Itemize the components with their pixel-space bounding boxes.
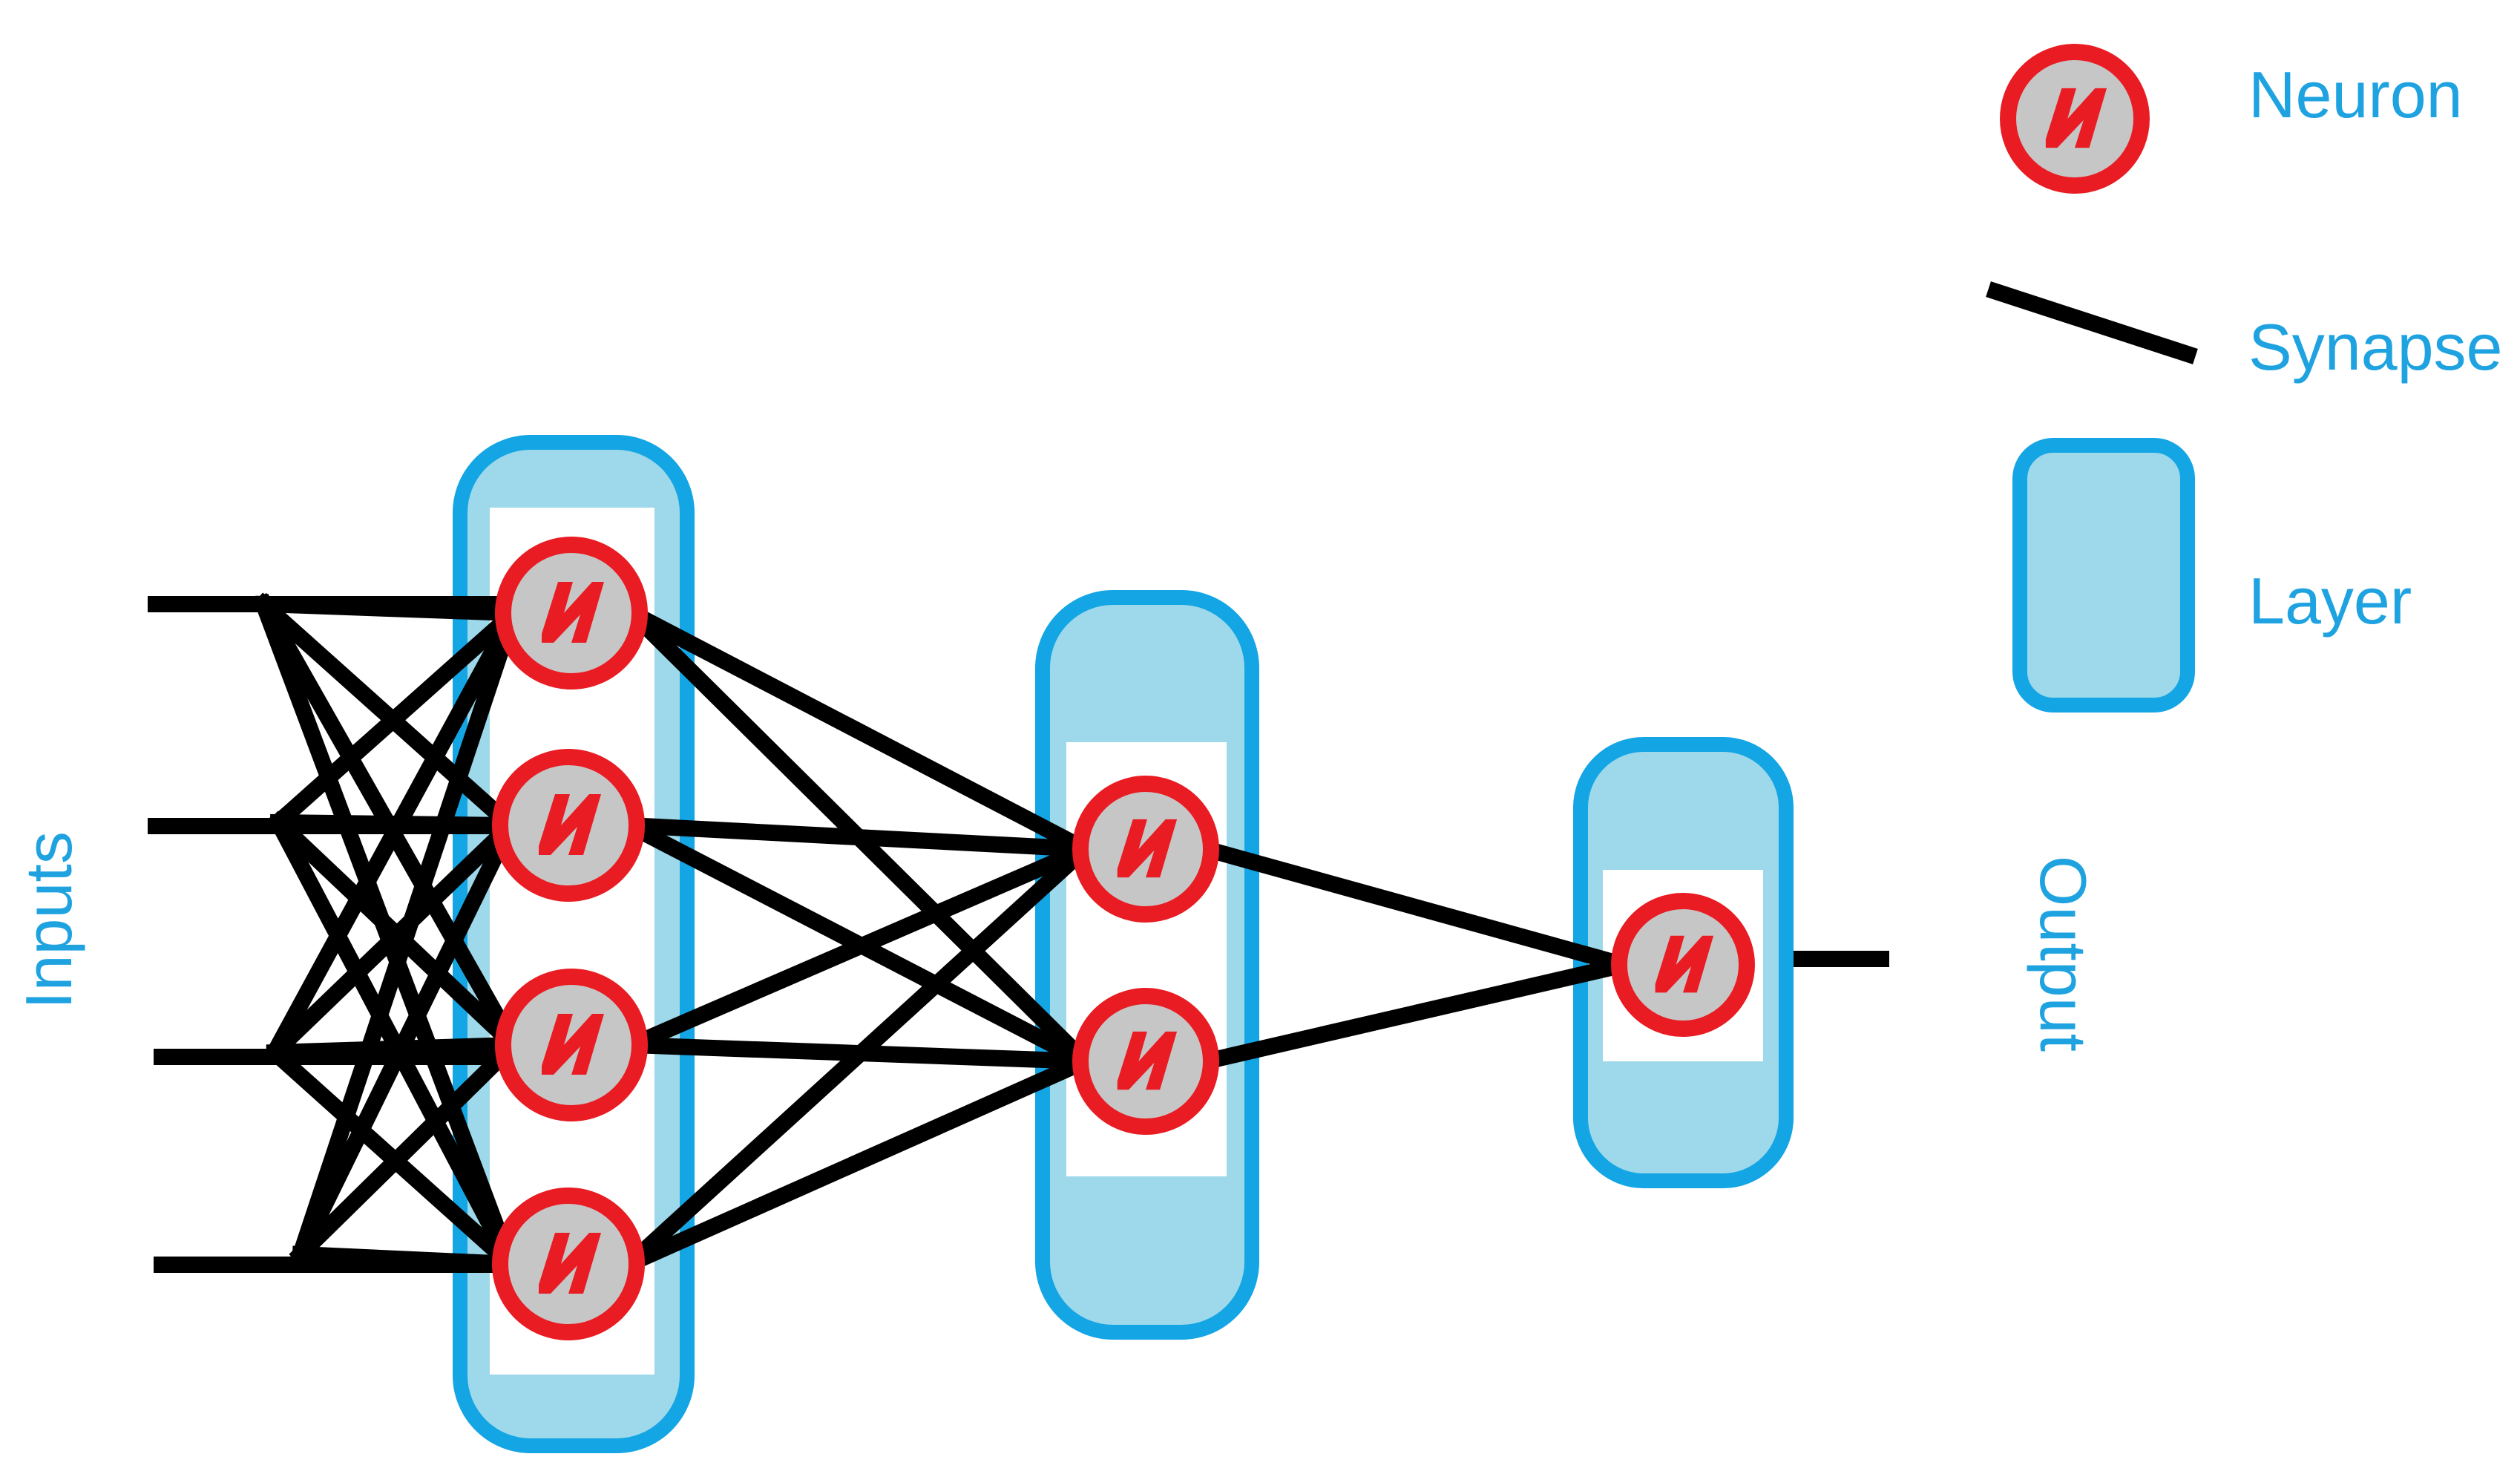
input-synapse-3-1 (263, 602, 525, 1064)
input-synapse-4-3 (289, 1033, 525, 1266)
synapse-l1n4-l2n1 (617, 837, 1097, 1276)
synapse-l1n4-l2n2 (618, 1050, 1096, 1275)
layer-2-neuron-2 (1072, 988, 1219, 1135)
layer-3-body-outline (1573, 737, 1794, 1188)
layer-2-neuron-1 (1072, 776, 1219, 923)
layer-1-neuron-1 (495, 537, 648, 689)
legend-layer-label: Layer (2248, 564, 2412, 638)
bolt-icon (1117, 819, 1178, 878)
synapse-l1n1-l2n1 (621, 602, 1096, 860)
bolt-icon (1117, 1031, 1178, 1090)
input-synapse-3-2 (263, 813, 522, 1064)
bolt-icon (542, 1014, 604, 1075)
layer-1-neuron-4 (492, 1188, 645, 1340)
legend-layer-icon (2020, 445, 2188, 705)
input-synapse-4-2 (289, 814, 522, 1265)
synapses (148, 592, 1889, 1276)
layer-2-body-outline (1035, 590, 1259, 1340)
bolt-icon (1655, 935, 1714, 993)
synapse-l1n3-l2n1 (621, 838, 1096, 1056)
synapse-l1n2-l2n1 (620, 816, 1094, 858)
layer-2 (1035, 590, 1259, 1340)
layer-1-neuron-2 (492, 749, 645, 902)
bolt-icon (539, 794, 601, 855)
legend-neuron-icon (2000, 44, 2150, 194)
inputs-label: Inputs (12, 831, 85, 1009)
input-synapse-4-1 (290, 603, 524, 1265)
bolt-icon (539, 1233, 601, 1294)
neurons (492, 537, 1755, 1340)
bolt-icon (542, 582, 604, 643)
synapse-l2n1-l3n1 (1196, 839, 1634, 975)
input-synapse-4-4 (292, 1245, 519, 1273)
input-synapse-2-1 (266, 601, 525, 834)
legend-neuron-label: Neuron (2248, 58, 2463, 131)
output-label: Output (2027, 856, 2100, 1052)
legend-layer-icon-outline (2012, 438, 2195, 713)
bolt-icon (2045, 88, 2107, 148)
legend-synapse-label: Synapse (2248, 310, 2502, 384)
layer-1-neuron-3 (495, 969, 648, 1121)
legend-synapse-icon (1986, 281, 2198, 364)
layer-3-neuron-1 (1611, 893, 1755, 1037)
synapse-l2n2-l3n1 (1196, 954, 1634, 1072)
legend: Neuron Synapse Layer (1986, 44, 2502, 713)
legend-neuron-glyph (2000, 44, 2150, 194)
input-synapse-1-1 (255, 595, 522, 622)
